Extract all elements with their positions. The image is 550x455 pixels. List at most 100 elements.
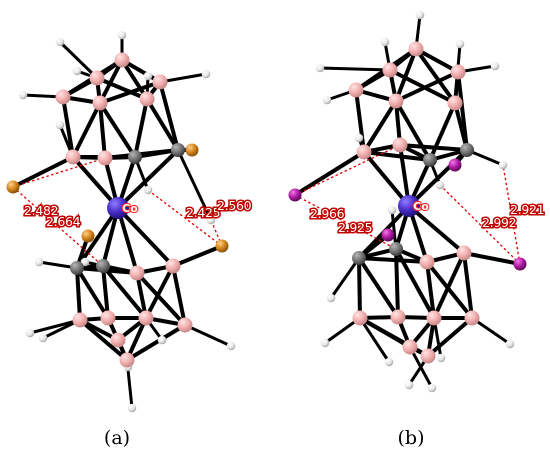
bh-bond-line	[58, 40, 99, 80]
bh-bond-line	[176, 148, 213, 222]
boron-atom	[352, 310, 368, 326]
boron-atom	[165, 258, 181, 274]
carbon-atom	[423, 153, 437, 167]
hydrogen-atom	[315, 63, 325, 73]
bond-line	[462, 251, 474, 320]
boron-atom	[464, 310, 480, 326]
boron-atom	[426, 310, 442, 326]
bond-line	[394, 247, 436, 320]
boron-atom	[92, 95, 108, 111]
hydrogen-atom	[55, 37, 65, 47]
cobalt-atom	[398, 195, 420, 217]
contact-line	[147, 189, 223, 247]
boron-atom	[100, 310, 116, 326]
bond-line	[425, 260, 474, 320]
bond-line	[462, 251, 522, 266]
distance-label: 2.992	[482, 215, 516, 230]
bond-line	[125, 316, 148, 362]
hydrogen-atom	[206, 215, 216, 225]
bond-line	[101, 264, 148, 320]
halogen-atom	[381, 228, 395, 242]
distance-label: 2.425	[186, 205, 220, 220]
distance-label: 2.966	[310, 206, 345, 221]
boron-atom	[119, 352, 135, 368]
bond-line	[61, 95, 75, 159]
boron-atom	[89, 70, 105, 86]
bond-line	[456, 70, 469, 152]
hydrogen-atom	[72, 66, 82, 76]
boron-atom	[114, 52, 130, 68]
bond-line	[98, 101, 107, 160]
boron-atom	[388, 93, 404, 109]
bond-line	[388, 68, 457, 105]
bond-line	[98, 58, 124, 105]
bond-line	[414, 47, 457, 105]
bond-line	[394, 247, 400, 319]
bond-line	[75, 266, 82, 322]
boron-atom	[129, 265, 145, 281]
hydrogen-atom	[38, 333, 48, 343]
bond-line	[78, 318, 129, 362]
boron-atom	[447, 95, 463, 111]
bond-line	[426, 316, 474, 358]
boron-atom	[138, 310, 154, 326]
boron-atom	[97, 150, 113, 166]
boron-atom	[152, 74, 168, 90]
carbon-atom	[389, 242, 403, 256]
bond-line	[428, 101, 457, 162]
bond-line	[11, 155, 75, 189]
boron-atom	[456, 245, 472, 261]
distance-label: 2.560	[217, 198, 252, 213]
contact-layer	[294, 144, 521, 265]
carbon-atom	[70, 261, 84, 275]
bond-line	[125, 323, 187, 362]
bond-line	[394, 47, 418, 103]
boron-atom	[348, 82, 364, 98]
hydrogen-atom	[34, 257, 44, 267]
hydrogen-atom	[326, 293, 336, 303]
boron-atom	[110, 332, 126, 348]
hydrogen-atom	[117, 30, 127, 40]
bond-line	[425, 260, 436, 320]
bond-line	[362, 150, 411, 208]
hydrogen-atom	[18, 90, 28, 100]
bh-bond-line	[470, 316, 512, 346]
boron-atom	[402, 339, 418, 355]
hydrogen-atom	[55, 120, 65, 130]
bh-bond-line	[158, 72, 208, 84]
metal-label: Co	[413, 200, 429, 213]
bond-line	[158, 80, 180, 152]
halogen-atom	[185, 143, 199, 157]
hydrogen-atom	[455, 39, 465, 49]
boron-atom	[420, 348, 436, 364]
hydrogen-atom	[404, 380, 414, 390]
carbon-atom	[96, 259, 110, 273]
boron-atom	[177, 317, 193, 333]
bond-line	[120, 58, 149, 101]
metal-label: Co	[122, 202, 138, 215]
bond-line	[135, 271, 187, 327]
bond-line	[171, 244, 224, 268]
bh-bond-line	[329, 256, 361, 300]
panel-b-caption: (b)	[398, 427, 425, 449]
bond-line	[407, 204, 466, 255]
hydrogen-atom	[384, 357, 394, 367]
contact-line	[294, 194, 397, 250]
bh-bond-line	[183, 323, 233, 348]
bond-line	[414, 47, 460, 74]
hydrogen-atom	[435, 180, 445, 190]
boron-atom	[392, 137, 408, 153]
bond-line	[357, 256, 400, 319]
bond-line	[171, 264, 187, 327]
bond-layer	[293, 13, 522, 390]
hydrogen-atom	[201, 69, 211, 79]
bond-line	[362, 99, 398, 154]
atom-layer	[6, 30, 236, 413]
halogen-atom	[288, 188, 302, 202]
hydrogen-atom	[505, 339, 515, 349]
carbon-atom	[460, 143, 474, 157]
boron-atom	[419, 254, 435, 270]
